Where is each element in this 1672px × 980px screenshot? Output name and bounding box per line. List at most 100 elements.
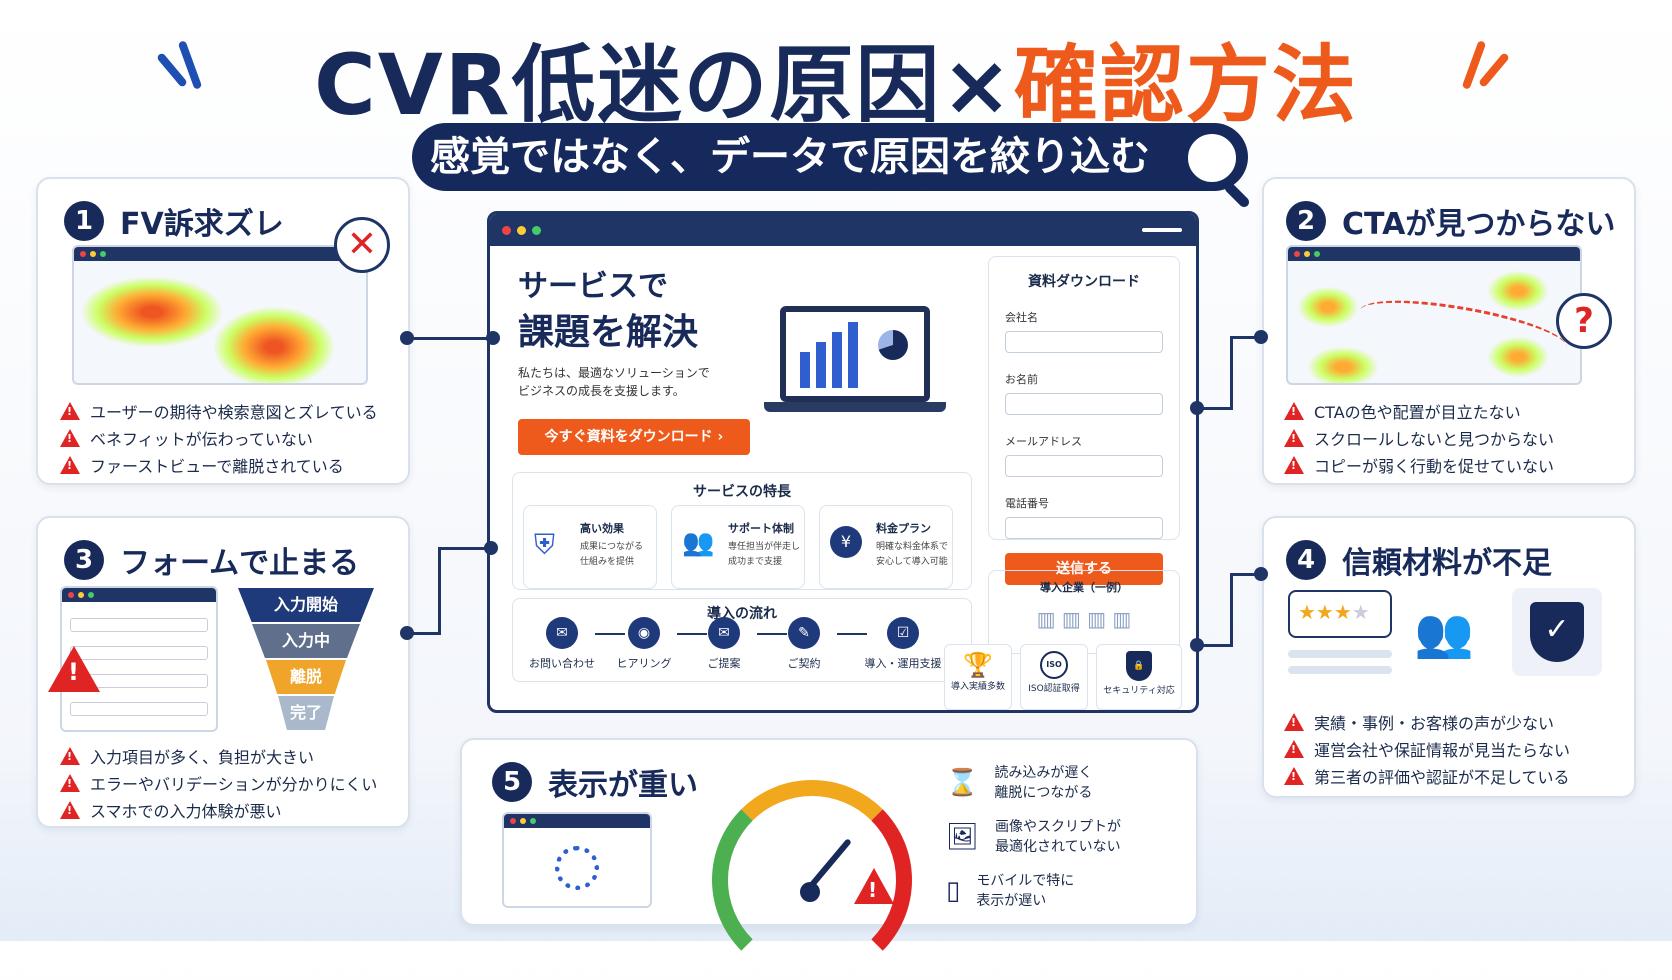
loading-window xyxy=(502,812,652,908)
download-form: 資料ダウンロード 会社名 お名前 メールアドレス 電話番号 送信する xyxy=(988,256,1180,585)
users-icon: 👥 xyxy=(1414,605,1474,661)
badge-card: 🏆導入実績多数 xyxy=(944,644,1012,710)
speed-item: 🖼画像やスクリプトが 最適化されていない xyxy=(946,819,1122,855)
flow-step: ✉お問い合わせ xyxy=(517,617,607,671)
card-title: 信頼材料が不足 xyxy=(1342,546,1552,581)
hero-description: 私たちは、最適なソリューションでビジネスの成長を支援します。 xyxy=(518,366,710,398)
submit-button[interactable]: 送信する xyxy=(1005,553,1163,585)
card-number: 1 xyxy=(64,201,104,241)
review-stars: ★★★★ xyxy=(1288,590,1392,638)
form-title: 資料ダウンロード xyxy=(1028,274,1140,290)
card-number: 3 xyxy=(64,540,104,580)
warning-icon xyxy=(60,773,80,792)
issue-item: 運営会社や保証情報が見当たらない xyxy=(1284,735,1570,762)
trophy-icon: 🏆 xyxy=(963,651,993,679)
feature-card: ¥料金プラン明確な料金体系で安心して導入可能 xyxy=(819,505,953,589)
card-fv: 1 FV訴求ズレ ✕ ユーザーの期待や検索意図とズレている ベネフィットが伝わって… xyxy=(36,177,410,485)
issue-item: コピーが弱く行動を促せていない xyxy=(1284,451,1554,478)
speed-item: ▯モバイルで特に 表示が遅い xyxy=(946,873,1075,909)
card-title: 表示が重い xyxy=(548,768,698,803)
mobile-icon: ▯ xyxy=(946,876,961,906)
warning-icon xyxy=(1284,712,1304,731)
issue-item: ユーザーの期待や検索意図とズレている xyxy=(60,397,378,424)
image-icon: 🖼 xyxy=(946,822,980,852)
warning-icon xyxy=(1284,401,1304,420)
question-icon: ? xyxy=(1556,293,1612,349)
flow-step: ✎ご契約 xyxy=(759,617,849,671)
feature-card: ⛨高い効果成果につながる仕組みを提供 xyxy=(523,505,657,589)
flow-step: ✉ご提案 xyxy=(679,617,769,671)
flow-step: ◉ヒアリング xyxy=(599,617,689,671)
x-icon: ✕ xyxy=(334,217,390,273)
issue-item: ベネフィットが伝わっていない xyxy=(60,424,378,451)
subtitle-banner: 感覚ではなく、データで原因を絞り込む xyxy=(412,123,1248,191)
page-title: CVR低迷の原因×確認方法 xyxy=(314,36,1358,134)
section-title: サービスの特長 xyxy=(693,484,791,500)
funnel-step: 離脱 xyxy=(266,660,346,694)
card-number: 2 xyxy=(1286,201,1326,241)
issue-item: 入力項目が多く、負担が大きい xyxy=(60,742,377,769)
badge-card: 🔒セキュリティ対応 xyxy=(1096,644,1182,710)
speed-item: ⌛読み込みが遅く 離脱につながる xyxy=(946,765,1093,801)
lock-icon: 🔒 xyxy=(1126,651,1152,681)
iso-icon: ISO xyxy=(1040,651,1068,679)
warning-icon xyxy=(60,800,80,819)
warning-icon xyxy=(1284,766,1304,785)
warning-icon xyxy=(1284,428,1304,447)
cta-button[interactable]: 今すぐ資料をダウンロード › xyxy=(518,419,750,455)
issue-item: 第三者の評価や認証が不足している xyxy=(1284,762,1570,789)
magnifier-icon xyxy=(1182,128,1242,188)
heatmap-screenshot xyxy=(1286,245,1582,385)
yen-icon: ¥ xyxy=(830,526,862,558)
issue-item: 実績・事例・お客様の声が少ない xyxy=(1284,708,1570,735)
users-icon: 👥 xyxy=(682,528,715,558)
clients-section: 導入企業（一例） ▥ ▥ ▥ ▥ xyxy=(988,570,1180,654)
warning-icon xyxy=(1284,455,1304,474)
warning-icon xyxy=(60,428,80,447)
name-input[interactable] xyxy=(1005,393,1163,415)
heatmap-screenshot xyxy=(72,245,368,385)
company-input[interactable] xyxy=(1005,331,1163,353)
laptop-icon xyxy=(780,306,930,402)
issue-item: スマホでの入力体験が悪い xyxy=(60,796,377,823)
warning-icon xyxy=(60,455,80,474)
flow-step: ☑導入・運用支援 xyxy=(843,617,963,671)
warning-icon xyxy=(60,401,80,420)
field-label: 会社名 xyxy=(1005,311,1038,324)
magnifier-handle xyxy=(1222,180,1252,210)
card-trust: 4 信頼材料が不足 ★★★★ 👥 ✓ 実績・事例・お客様の声が少ない 運営会社や保… xyxy=(1262,516,1636,798)
phone-input[interactable] xyxy=(1005,517,1163,539)
connector-line xyxy=(410,337,490,340)
issue-item: CTAの色や配置が目立たない xyxy=(1284,397,1554,424)
funnel-step: 入力開始 xyxy=(238,588,374,622)
features-section: サービスの特長 ⛨高い効果成果につながる仕組みを提供 👥サポート体制専任担当が伴… xyxy=(512,472,972,590)
card-title: フォームで止まる xyxy=(120,546,360,581)
feature-card: 👥サポート体制専任担当が伴走し成功まで支援 xyxy=(671,505,805,589)
funnel-step: 入力中 xyxy=(252,624,360,658)
card-number: 4 xyxy=(1286,540,1326,580)
card-title: FV訴求ズレ xyxy=(120,207,284,242)
hourglass-icon: ⌛ xyxy=(946,768,979,798)
issue-item: ファーストビューで離脱されている xyxy=(60,451,378,478)
field-label: お名前 xyxy=(1005,373,1038,386)
email-input[interactable] xyxy=(1005,455,1163,477)
shield-check-icon: ✓ xyxy=(1512,588,1602,676)
warning-icon xyxy=(1284,739,1304,758)
field-label: 電話番号 xyxy=(1005,497,1049,510)
warning-icon xyxy=(60,746,80,765)
flow-section: 導入の流れ ✉お問い合わせ ◉ヒアリング ✉ご提案 ✎ご契約 ☑導入・運用支援 xyxy=(512,598,972,682)
card-title: CTAが見つからない xyxy=(1342,207,1616,242)
shield-check-icon: ⛨ xyxy=(534,528,556,561)
card-number: 5 xyxy=(492,762,532,802)
hero-heading: サービスで課題を解決 xyxy=(518,269,699,353)
funnel-step: 完了 xyxy=(278,696,334,730)
field-label: メールアドレス xyxy=(1005,435,1082,448)
lp-mockup-window: サービスで課題を解決 私たちは、最適なソリューションでビジネスの成長を支援します… xyxy=(487,211,1199,713)
card-cta: 2 CTAが見つからない ? CTAの色や配置が目立たない スクロールしないと見つ… xyxy=(1262,177,1636,485)
issue-item: エラーやバリデーションが分かりにくい xyxy=(60,769,377,796)
issue-item: スクロールしないと見つからない xyxy=(1284,424,1554,451)
warning-icon xyxy=(48,646,100,692)
